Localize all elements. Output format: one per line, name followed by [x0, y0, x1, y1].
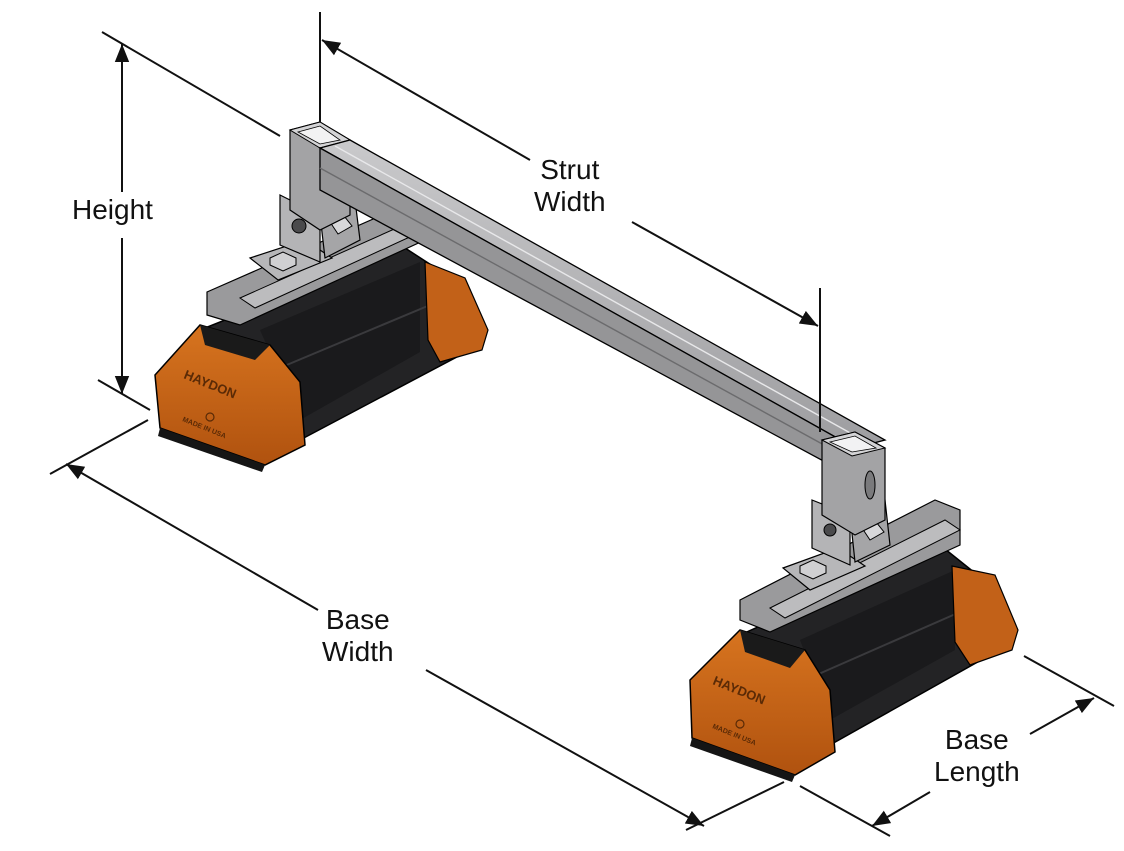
basewidth-extension-right	[685, 781, 785, 831]
base-length-label-line1: Base	[944, 724, 1009, 755]
basewidth-arrow-left	[65, 463, 319, 611]
left-base: HAYDON MADE IN USA	[154, 121, 489, 472]
baselength-extension-front	[799, 785, 891, 837]
base-width-label-line1: Base	[325, 604, 390, 635]
base-length-label-line2: Length	[934, 756, 1020, 787]
basewidth-extension-left	[49, 419, 149, 475]
dimension-lines	[49, 12, 1115, 837]
height-label: Height	[72, 194, 153, 226]
strut-width-label: Strut Width	[534, 154, 606, 218]
cross-strut	[318, 139, 887, 480]
height-extension-bottom	[97, 379, 151, 411]
strut-width-label-line1: Strut	[540, 154, 600, 185]
strut-width-label-line2: Width	[534, 186, 606, 217]
left-badge-icon	[205, 412, 215, 422]
baselength-extension-back	[1023, 655, 1115, 707]
height-extension-top	[101, 31, 281, 137]
height-label-text: Height	[72, 194, 153, 225]
right-badge-icon	[735, 719, 745, 729]
basewidth-arrow-right	[425, 669, 705, 827]
base-length-label: Base Length	[934, 724, 1020, 788]
base-width-label-line2: Width	[322, 636, 394, 667]
strut-arrow-left	[321, 39, 531, 161]
strut-arrow-right	[631, 221, 819, 327]
right-base: HAYDON MADE IN USA	[689, 431, 1019, 782]
baselength-arrow-upper	[1029, 697, 1095, 735]
base-width-label: Base Width	[322, 604, 394, 668]
baselength-arrow-lower	[871, 791, 931, 827]
